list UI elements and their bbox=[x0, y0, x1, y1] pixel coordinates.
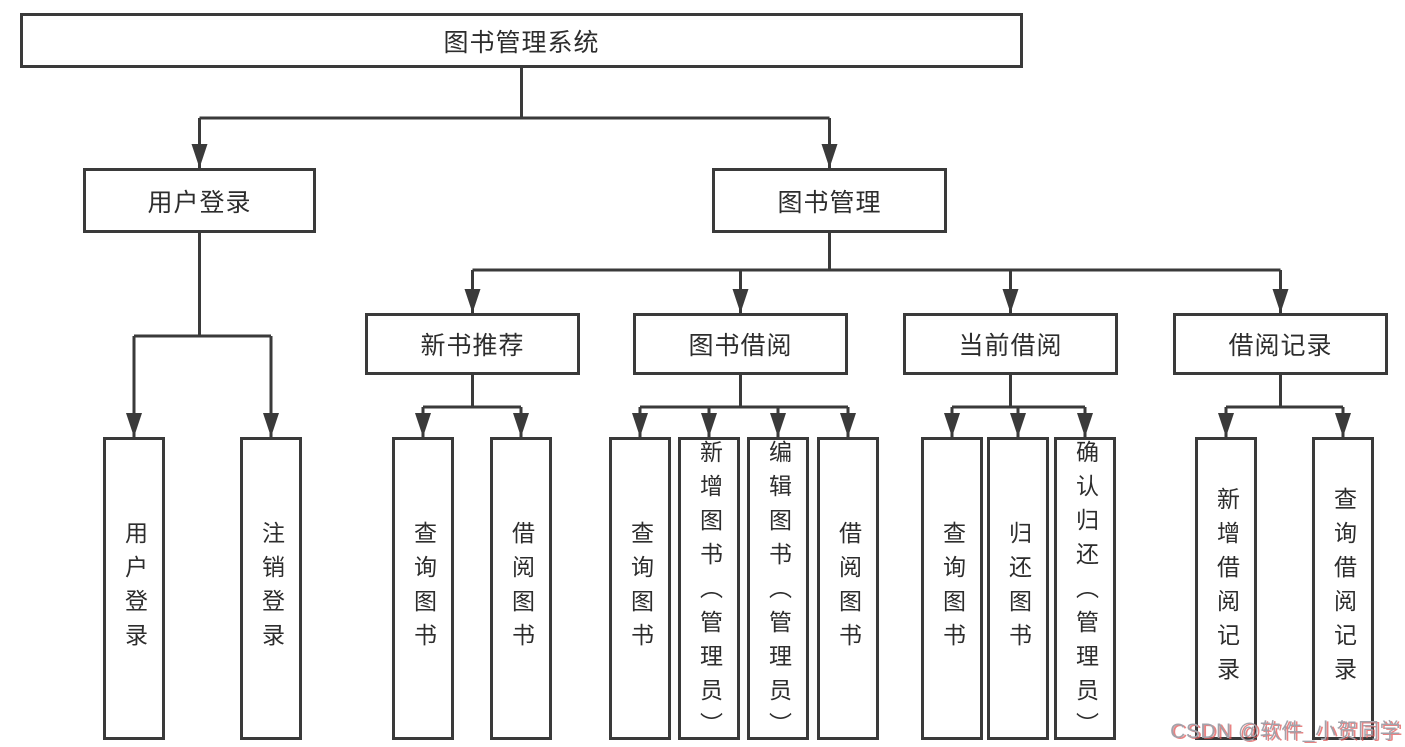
node-label: 查询借阅记录 bbox=[1330, 486, 1357, 691]
node-label: 查询图书 bbox=[627, 520, 654, 657]
leaf-query-books-borrow: 查询图书 bbox=[609, 437, 671, 740]
node-label: 借阅图书 bbox=[835, 520, 862, 657]
node-current-borrow: 当前借阅 bbox=[903, 313, 1118, 375]
node-book-management: 图书管理 bbox=[712, 168, 947, 233]
node-label: 图书管理 bbox=[777, 188, 882, 217]
node-label: 确认归还（管理员） bbox=[1072, 440, 1099, 746]
node-label: 新增借阅记录 bbox=[1213, 486, 1240, 691]
node-label: 新书推荐 bbox=[420, 332, 525, 360]
leaf-add-books-admin: 新增图书（管理员） bbox=[678, 437, 740, 746]
node-label: 图书管理系统 bbox=[443, 28, 600, 57]
node-new-book-recommend: 新书推荐 bbox=[365, 313, 580, 375]
leaf-query-books-current: 查询图书 bbox=[921, 437, 983, 740]
node-label: 新增图书（管理员） bbox=[696, 440, 723, 746]
node-label: 归还图书 bbox=[1005, 520, 1032, 657]
watermark: CSDN @软件_小贺同学 bbox=[1170, 720, 1401, 743]
node-label: 借阅记录 bbox=[1228, 332, 1333, 360]
node-book-borrow: 图书借阅 bbox=[633, 313, 848, 375]
node-label: 查询图书 bbox=[939, 520, 966, 657]
node-user-login: 用户登录 bbox=[83, 168, 316, 233]
leaf-borrow-books-recommend: 借阅图书 bbox=[490, 437, 552, 740]
leaf-user-login: 用户登录 bbox=[103, 437, 165, 740]
node-label: 查询图书 bbox=[410, 520, 437, 657]
arrowheads bbox=[126, 144, 1351, 437]
leaf-logout-login: 注销登录 bbox=[240, 437, 302, 740]
node-borrow-records: 借阅记录 bbox=[1173, 313, 1388, 375]
node-library-system: 图书管理系统 bbox=[20, 13, 1023, 68]
leaf-return-books: 归还图书 bbox=[987, 437, 1049, 740]
leaf-confirm-return-admin: 确认归还（管理员） bbox=[1054, 437, 1116, 746]
node-label: 用户登录 bbox=[147, 188, 252, 217]
node-label: 借阅图书 bbox=[508, 520, 535, 657]
node-label: 用户登录 bbox=[121, 520, 148, 657]
node-label: 注销登录 bbox=[258, 520, 285, 657]
leaf-query-books-recommend: 查询图书 bbox=[392, 437, 454, 740]
leaf-add-borrow-record: 新增借阅记录 bbox=[1195, 437, 1257, 740]
node-label: 当前借阅 bbox=[958, 332, 1063, 360]
node-label: 编辑图书（管理员） bbox=[765, 440, 792, 746]
leaf-query-borrow-record: 查询借阅记录 bbox=[1312, 437, 1374, 740]
node-label: 图书借阅 bbox=[688, 332, 793, 360]
leaf-edit-books-admin: 编辑图书（管理员） bbox=[747, 437, 809, 746]
leaf-borrow-books: 借阅图书 bbox=[817, 437, 879, 740]
